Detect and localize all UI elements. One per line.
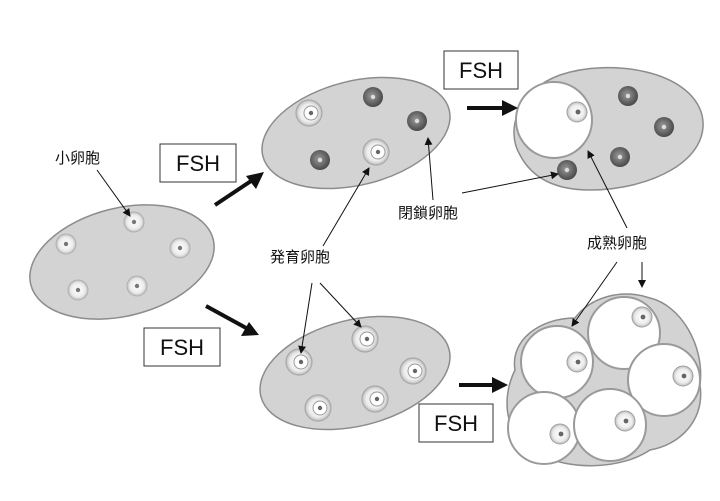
mature-follicle xyxy=(507,391,581,465)
atretic-follicle xyxy=(618,86,638,106)
dominant-follicle xyxy=(515,81,593,159)
fsh-box-lower-left: FSH xyxy=(143,327,221,367)
ovary-dominant-top xyxy=(513,66,704,191)
fsh-box-lower-right: FSH xyxy=(418,403,494,443)
ovary-small-follicles xyxy=(29,204,215,320)
developing-follicle xyxy=(362,138,390,166)
atretic-follicle xyxy=(610,147,630,167)
ovary-developing-top xyxy=(261,76,451,190)
developing-follicle xyxy=(304,394,332,422)
small-follicle xyxy=(67,279,89,301)
pointer-developing-top xyxy=(322,167,370,247)
ovary-developing-bottom xyxy=(259,315,451,431)
pointer-atretic-top xyxy=(424,137,434,201)
developing-follicle xyxy=(351,325,379,353)
developing-follicle xyxy=(399,357,427,385)
small-follicle xyxy=(126,275,148,297)
fsh-label: FSH xyxy=(434,411,478,436)
developing-follicle xyxy=(361,385,389,413)
developing-follicle xyxy=(295,99,323,127)
small-follicle xyxy=(123,211,145,233)
label-atretic-follicle: 閉鎖卵胞 xyxy=(398,204,458,222)
mature-follicle xyxy=(627,343,701,417)
fsh-label: FSH xyxy=(459,58,503,83)
arrow-to-dominant xyxy=(467,100,518,116)
arrow-to-developing-top xyxy=(213,172,264,207)
pointer-developing-bottom-right xyxy=(319,282,362,328)
mature-follicle xyxy=(520,325,594,399)
atretic-follicle xyxy=(310,150,330,170)
small-follicle xyxy=(169,237,191,259)
arrow-to-developing-bottom xyxy=(205,304,259,336)
developing-follicle xyxy=(285,348,313,376)
label-mature-follicle: 成熟卵胞 xyxy=(587,234,647,252)
ovary-body xyxy=(29,204,215,320)
pointer-small-follicle xyxy=(96,169,131,217)
atretic-follicle xyxy=(363,87,383,107)
small-follicle xyxy=(55,233,77,255)
fsh-box-upper-right: FSH xyxy=(443,50,519,90)
fsh-label: FSH xyxy=(160,335,204,360)
label-small-follicle: 小卵胞 xyxy=(55,149,100,167)
mature-follicle xyxy=(573,388,647,462)
atretic-follicle xyxy=(557,160,577,180)
atretic-follicle xyxy=(407,111,427,131)
ovary-multiple-mature xyxy=(506,293,702,467)
pointer-mature-left xyxy=(571,261,618,327)
fsh-label: FSH xyxy=(176,151,220,176)
atretic-follicle xyxy=(654,117,674,137)
label-developing-follicle: 発育卵胞 xyxy=(270,248,330,266)
pointer-mature-dominant xyxy=(587,150,628,229)
pointer-atretic-right xyxy=(461,171,559,194)
fsh-box-upper-left: FSH xyxy=(159,143,237,183)
ovary-body xyxy=(261,76,451,190)
pointer-developing-bottom-left xyxy=(298,282,313,354)
arrow-to-multiple-mature xyxy=(459,377,508,393)
